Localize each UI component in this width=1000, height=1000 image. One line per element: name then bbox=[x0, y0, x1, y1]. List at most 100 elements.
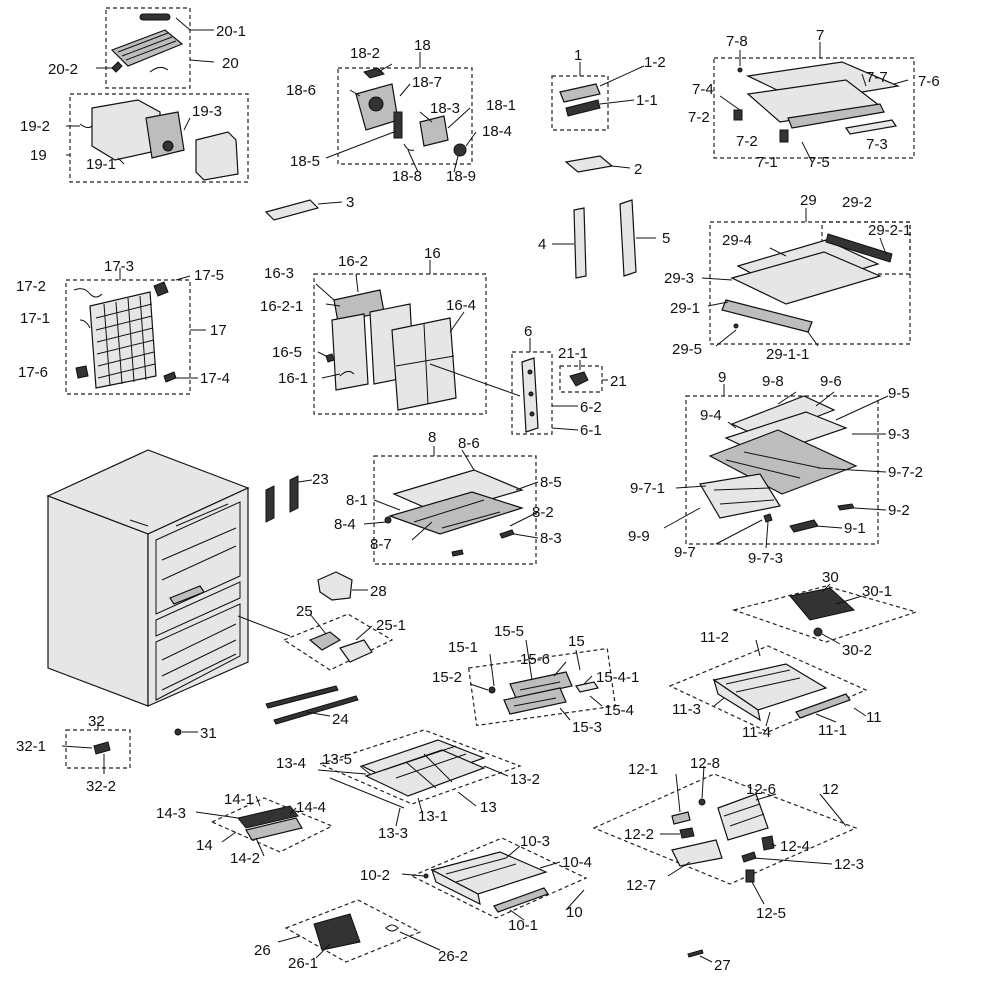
label-31: 31 bbox=[200, 725, 217, 742]
label-29-2: 29-2 bbox=[842, 194, 872, 211]
group-32 bbox=[61, 722, 131, 774]
label-17-1: 17-1 bbox=[20, 310, 50, 327]
label-29-2-1: 29-2-1 bbox=[868, 222, 911, 239]
label-14-3: 14-3 bbox=[156, 805, 186, 822]
group-26 bbox=[277, 899, 441, 963]
label-11-4: 11-4 bbox=[742, 724, 771, 741]
label-8-5: 8-5 bbox=[540, 474, 562, 491]
group-27 bbox=[687, 949, 713, 963]
label-10-2: 10-2 bbox=[360, 867, 390, 884]
label-6-1: 6-1 bbox=[580, 422, 602, 439]
label-11: 11 bbox=[866, 709, 882, 726]
label-8-3: 8-3 bbox=[540, 530, 562, 547]
label-9-7-3: 9-7-3 bbox=[748, 550, 783, 567]
group-25 bbox=[237, 613, 394, 671]
label-29-1-1: 29-1-1 bbox=[766, 346, 809, 363]
label-17-5: 17-5 bbox=[194, 267, 224, 284]
label-7-3: 7-3 bbox=[866, 136, 888, 153]
label-18-8: 18-8 bbox=[392, 168, 422, 185]
group-14 bbox=[195, 795, 334, 857]
label-15-6: 15-6 bbox=[520, 651, 550, 668]
label-19: 19 bbox=[30, 147, 47, 164]
label-26-2: 26-2 bbox=[438, 948, 468, 965]
label-9-7: 9-7 bbox=[674, 544, 696, 561]
label-16-3: 16-3 bbox=[264, 265, 294, 282]
label-8-7: 8-7 bbox=[370, 536, 392, 553]
label-8: 8 bbox=[428, 429, 436, 446]
label-20: 20 bbox=[222, 55, 239, 72]
label-18-4: 18-4 bbox=[482, 123, 512, 140]
label-17-2: 17-2 bbox=[16, 278, 46, 295]
label-14: 14 bbox=[196, 837, 213, 854]
label-17-3: 17-3 bbox=[104, 258, 134, 275]
label-7-1: 7-1 bbox=[756, 154, 778, 171]
label-29: 29 bbox=[800, 192, 817, 209]
label-19-3: 19-3 bbox=[192, 103, 222, 120]
label-29-1: 29-1 bbox=[670, 300, 700, 317]
label-7-6: 7-6 bbox=[918, 73, 940, 90]
group-13 bbox=[317, 729, 522, 827]
label-19-2: 19-2 bbox=[20, 118, 50, 135]
group-10 bbox=[401, 837, 588, 921]
group-12 bbox=[592, 765, 858, 905]
label-30-1: 30-1 bbox=[862, 583, 892, 600]
label-12-5: 12-5 bbox=[756, 905, 786, 922]
label-29-5: 29-5 bbox=[672, 341, 702, 358]
label-1: 1 bbox=[574, 47, 582, 64]
label-16-1: 16-1 bbox=[278, 370, 308, 387]
label-26-1: 26-1 bbox=[288, 955, 318, 972]
label-9-4: 9-4 bbox=[700, 407, 722, 424]
label-19-1: 19-1 bbox=[86, 156, 116, 173]
refrigerator-cabinet bbox=[46, 449, 250, 707]
label-9: 9 bbox=[718, 369, 726, 386]
label-29-3: 29-3 bbox=[664, 270, 694, 287]
label-1-2: 1-2 bbox=[644, 54, 666, 71]
label-11-2: 11-2 bbox=[700, 629, 729, 646]
label-9-3: 9-3 bbox=[888, 426, 910, 443]
group-16 bbox=[313, 260, 521, 415]
label-9-2: 9-2 bbox=[888, 502, 910, 519]
label-2: 2 bbox=[634, 161, 642, 178]
label-32: 32 bbox=[88, 713, 105, 730]
group-15 bbox=[467, 639, 617, 727]
label-32-2: 32-2 bbox=[86, 778, 116, 795]
label-5: 5 bbox=[662, 230, 670, 247]
label-7-8: 7-8 bbox=[726, 33, 748, 50]
label-18: 18 bbox=[414, 37, 431, 54]
label-15-1: 15-1 bbox=[448, 639, 478, 656]
label-11-3: 11-3 bbox=[672, 701, 701, 718]
group-8 bbox=[363, 446, 539, 565]
group-24 bbox=[265, 685, 359, 725]
label-28: 28 bbox=[370, 583, 387, 600]
group-29 bbox=[701, 208, 911, 347]
label-18-7: 18-7 bbox=[412, 74, 442, 91]
group-17 bbox=[65, 268, 206, 395]
group-3-4-5 bbox=[264, 199, 656, 279]
label-7-2b: 7-2 bbox=[736, 133, 758, 150]
label-12-7: 12-7 bbox=[626, 877, 656, 894]
label-12-2: 12-2 bbox=[624, 826, 654, 843]
label-6: 6 bbox=[524, 323, 532, 340]
label-9-9: 9-9 bbox=[628, 528, 650, 545]
label-16: 16 bbox=[424, 245, 441, 262]
label-12: 12 bbox=[822, 781, 839, 798]
label-12-6: 12-6 bbox=[746, 781, 776, 798]
label-25: 25 bbox=[296, 603, 313, 620]
label-7: 7 bbox=[816, 27, 824, 44]
label-29-4: 29-4 bbox=[722, 232, 752, 249]
group-6 bbox=[511, 338, 608, 435]
label-25-1: 25-1 bbox=[376, 617, 406, 634]
label-23: 23 bbox=[312, 471, 329, 488]
label-13-4: 13-4 bbox=[276, 755, 306, 772]
label-17: 17 bbox=[210, 322, 227, 339]
label-15-2: 15-2 bbox=[432, 669, 462, 686]
label-4: 4 bbox=[538, 236, 546, 253]
label-9-8: 9-8 bbox=[762, 373, 784, 390]
label-7-2a: 7-2 bbox=[688, 109, 710, 126]
label-20-1: 20-1 bbox=[216, 23, 246, 40]
label-15-4-1: 15-4-1 bbox=[596, 669, 639, 686]
label-10-3: 10-3 bbox=[520, 833, 550, 850]
label-32-1: 32-1 bbox=[16, 738, 46, 755]
label-7-7: 7-7 bbox=[866, 69, 888, 86]
